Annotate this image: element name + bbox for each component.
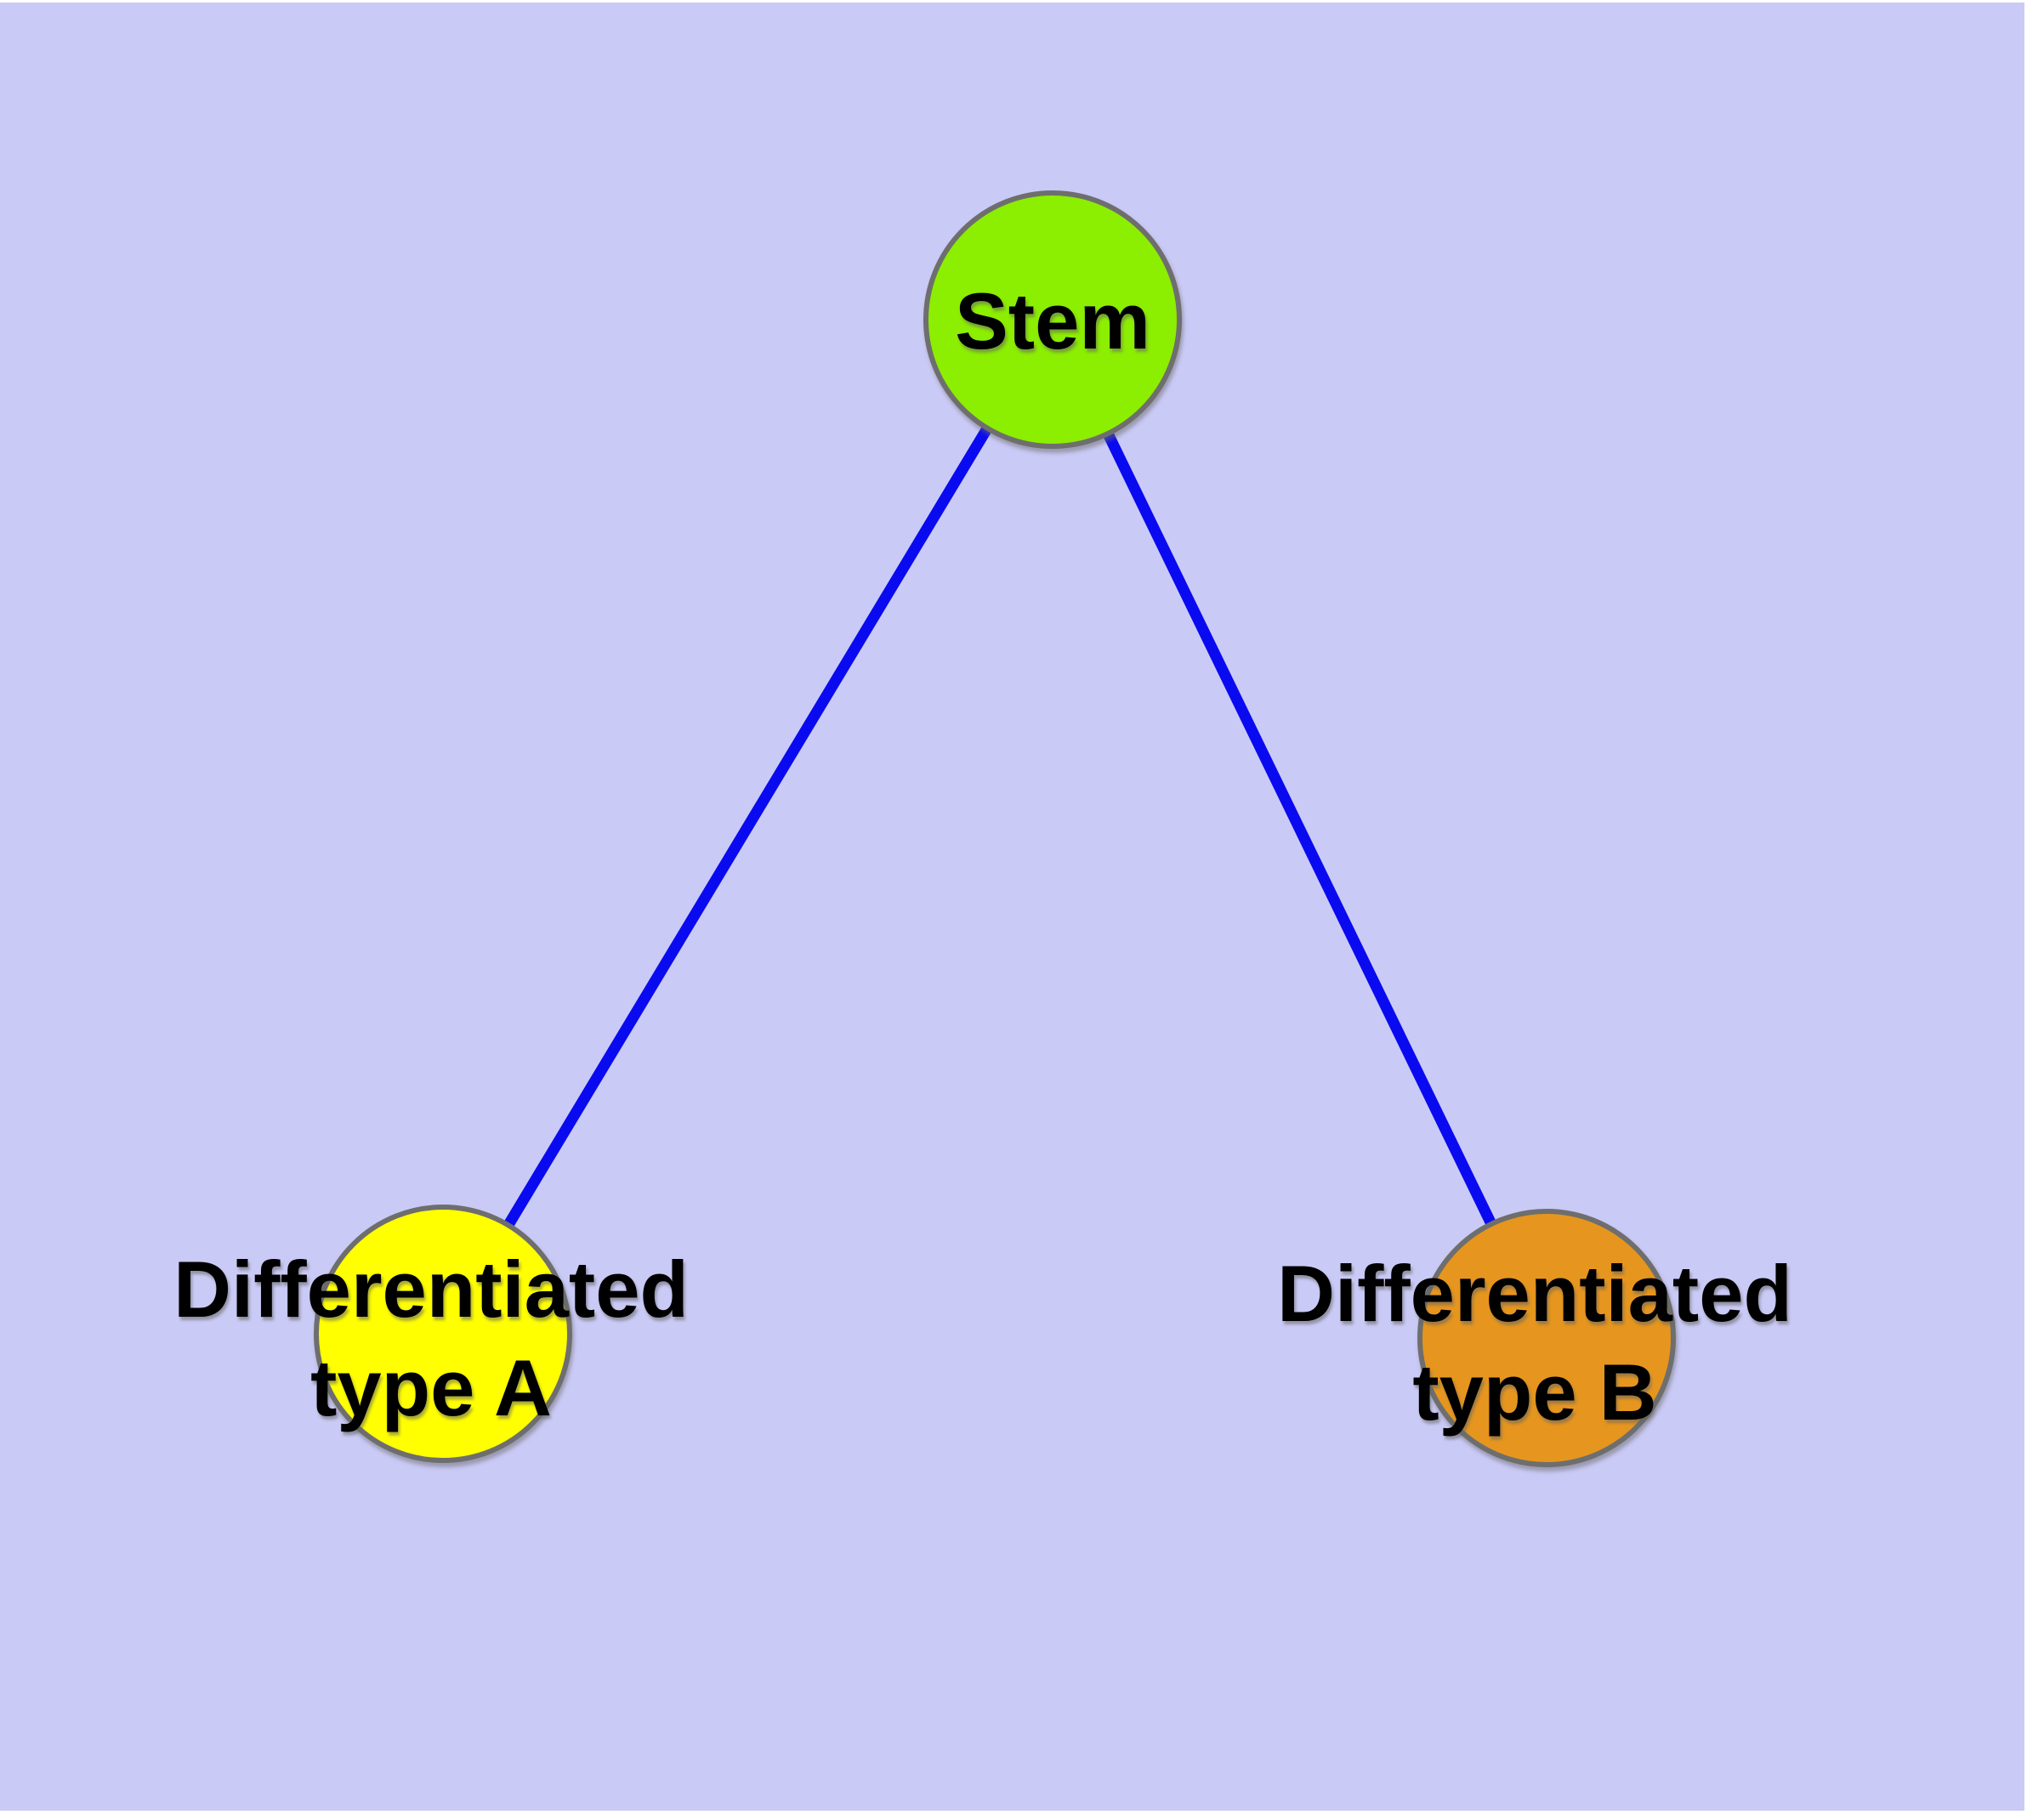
diagram-panel: Stem Differentiated type A Differentiate… (0, 3, 2024, 1811)
edge-layer (438, 316, 1552, 1341)
node-a-label-line-1: Differentiated (173, 1245, 689, 1334)
node-b-label-line-2: type B (1412, 1347, 1657, 1437)
edge-stem-to-type-a (438, 316, 1058, 1337)
node-b-label-line-1: Differentiated (1277, 1249, 1792, 1338)
node-a-label-line-2: type A (310, 1343, 552, 1432)
node-differentiated-type-b-label: Differentiated type B (1277, 1245, 1792, 1442)
node-differentiated-type-a-label: Differentiated type A (173, 1240, 689, 1437)
node-stem-label-line: Stem (955, 276, 1150, 366)
node-differentiated-type-b (1417, 1209, 1676, 1467)
node-differentiated-type-a (314, 1205, 572, 1463)
node-stem-label: Stem (955, 272, 1150, 371)
node-stem (923, 190, 1182, 449)
edge-stem-to-type-b (1048, 317, 1552, 1341)
